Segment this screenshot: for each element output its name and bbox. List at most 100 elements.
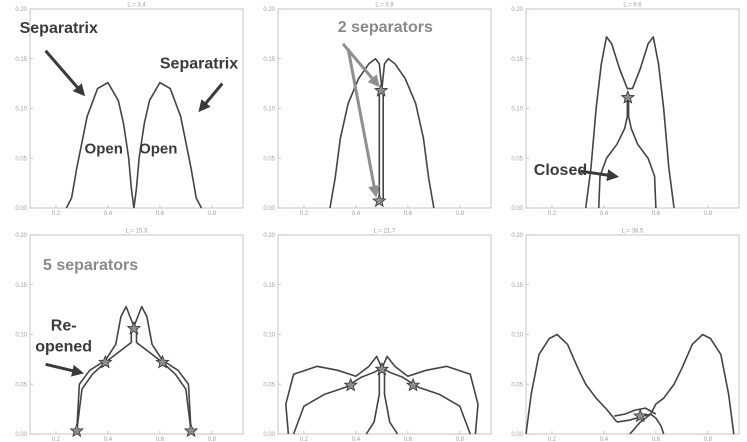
- separator-star: [373, 82, 389, 97]
- separatrix-curve-1: [65, 81, 135, 209]
- annotation-arrow: [580, 169, 620, 182]
- y-tick-label: 0.10: [15, 107, 27, 113]
- annotation-label: 5 separators: [43, 257, 138, 274]
- y-tick-label: 0.00: [263, 206, 275, 212]
- panel-title: L = 38.5: [622, 229, 644, 235]
- y-tick-label: 0.15: [263, 283, 275, 289]
- separatrix-curve-4: [629, 413, 652, 435]
- separator-star: [374, 361, 390, 376]
- x-tick-label: 0.8: [208, 437, 217, 442]
- x-tick-label: 0.6: [404, 437, 413, 442]
- plot-frame: [277, 8, 492, 209]
- x-tick-label: 0.2: [52, 437, 61, 442]
- y-tick-label: 0.05: [511, 382, 523, 388]
- y-tick-label: 0.15: [511, 57, 523, 63]
- separatrix-curve-1: [329, 57, 435, 209]
- x-tick-label: 0.2: [52, 211, 61, 217]
- panel-title: L = 21.7: [374, 229, 396, 235]
- y-tick-label: 0.10: [15, 333, 27, 339]
- y-tick-label: 0.05: [511, 156, 523, 162]
- plot-frame: [277, 234, 492, 435]
- y-tick-label: 0.15: [511, 283, 523, 289]
- x-tick-label: 0.4: [600, 437, 609, 442]
- y-tick-label: 0.10: [263, 107, 275, 113]
- x-tick-label: 0.8: [456, 437, 465, 442]
- x-tick-label: 0.8: [704, 437, 713, 442]
- separator-star: [183, 423, 199, 438]
- separatrix-curve-1: [584, 36, 675, 209]
- y-tick-label: 0.20: [511, 233, 523, 239]
- y-tick-label: 0.10: [511, 107, 523, 113]
- separatrix-curve-2: [649, 333, 735, 435]
- x-tick-label: 0.6: [156, 437, 165, 442]
- separator-star: [155, 354, 170, 369]
- x-tick-label: 0.2: [548, 211, 557, 217]
- panel-title: L = 3.8: [375, 3, 394, 9]
- annotation-arrow: [198, 82, 224, 113]
- panel-title: L = 15.3: [126, 229, 148, 235]
- x-tick-label: 0.2: [548, 437, 557, 442]
- annotation-label: Open: [85, 140, 123, 157]
- separatrix-curve-5: [614, 407, 657, 417]
- x-tick-label: 0.8: [704, 211, 713, 217]
- separator-star: [372, 193, 387, 208]
- y-tick-label: 0.20: [15, 7, 27, 13]
- separatrix-curve-2: [292, 368, 381, 435]
- annotation-arrow: [346, 48, 380, 198]
- separator-star: [620, 89, 636, 104]
- y-tick-label: 0.10: [511, 333, 523, 339]
- separatrix-curve-2: [597, 96, 629, 209]
- y-tick-label: 0.00: [15, 206, 27, 212]
- y-tick-label: 0.05: [263, 382, 275, 388]
- x-tick-label: 0.4: [600, 211, 609, 217]
- separator-star: [633, 408, 648, 423]
- y-tick-label: 0.15: [263, 57, 275, 63]
- y-tick-label: 0.00: [263, 432, 275, 438]
- annotation-label: Separatrix: [160, 56, 238, 73]
- x-tick-label: 0.6: [652, 437, 661, 442]
- annotation-label: Re-: [51, 318, 77, 335]
- panel-title: L = 3.4: [127, 3, 146, 9]
- x-tick-label: 0.6: [404, 211, 413, 217]
- separatrix-curve-3: [627, 96, 657, 209]
- panel-title: L = 9.6: [623, 3, 642, 9]
- x-tick-label: 0.8: [456, 211, 465, 217]
- separator-star: [405, 377, 421, 392]
- x-tick-label: 0.6: [156, 211, 165, 217]
- annotation-label: Separatrix: [20, 20, 98, 37]
- annotation-arrow: [44, 49, 86, 97]
- x-tick-label: 0.4: [352, 211, 361, 217]
- separator-star: [98, 354, 113, 369]
- annotation-label: Closed: [534, 162, 587, 179]
- separatrix-curve-2: [133, 81, 203, 209]
- y-tick-label: 0.05: [263, 156, 275, 162]
- annotation-label: Open: [139, 140, 177, 157]
- separator-star: [69, 423, 84, 438]
- chart-panel-2: L = 3.8 0.00 0.05 0.10 0.15 0.20 0.2 0.4 0.6 0.8 2…: [263, 3, 492, 217]
- y-tick-label: 0.20: [511, 7, 523, 13]
- y-tick-label: 0.20: [263, 7, 275, 13]
- y-tick-label: 0.05: [15, 382, 27, 388]
- x-tick-label: 0.8: [208, 211, 217, 217]
- separatrix-curve-1: [525, 333, 618, 435]
- annotation-label: 2 separators: [338, 19, 433, 36]
- separator-star: [343, 377, 358, 392]
- plot-frame: [29, 8, 244, 209]
- x-tick-label: 0.4: [104, 437, 113, 442]
- annotation-label: opened: [35, 338, 92, 355]
- y-tick-label: 0.00: [511, 432, 523, 438]
- y-tick-label: 0.20: [263, 233, 275, 239]
- y-tick-label: 0.00: [15, 432, 27, 438]
- x-tick-label: 0.2: [300, 211, 309, 217]
- y-tick-label: 0.15: [15, 57, 27, 63]
- y-tick-label: 0.15: [15, 283, 27, 289]
- x-tick-label: 0.2: [300, 437, 309, 442]
- separatrix-curve-3: [135, 328, 192, 432]
- separatrix-curve-3: [383, 368, 471, 435]
- annotation-arrow: [45, 362, 85, 377]
